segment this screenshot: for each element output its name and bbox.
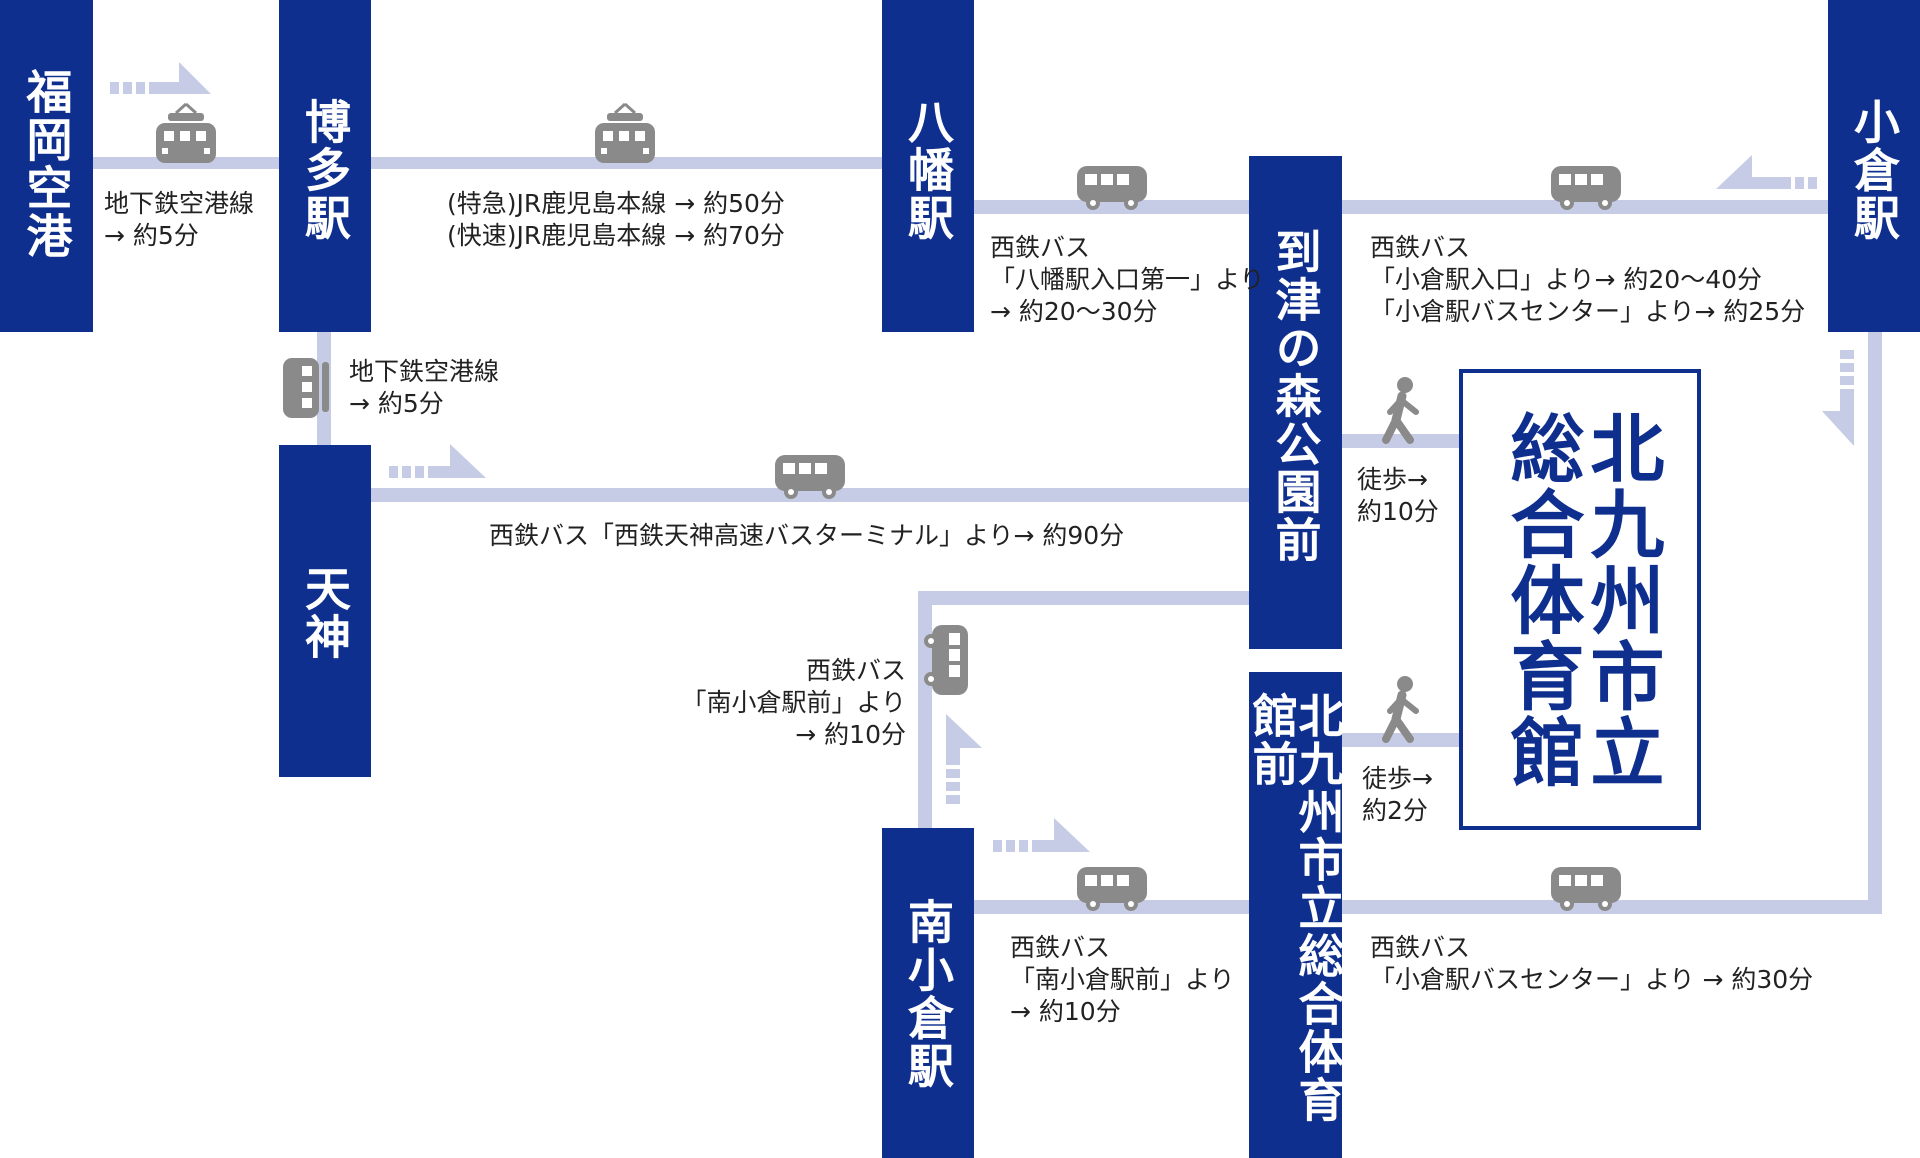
route-label-minamikokura-itozu: 西鉄バス 「南小倉駅前」より → 約10分 <box>681 656 906 749</box>
direction-arrow-icon <box>993 818 1090 852</box>
direction-arrow-icon <box>946 714 982 804</box>
walk-icon <box>1382 377 1419 444</box>
bus-icon <box>775 455 845 499</box>
line-itozu-minamikokura-v <box>918 591 932 828</box>
bus-icon <box>924 625 968 695</box>
direction-arrow-icon <box>1822 350 1854 446</box>
venue-name: 北九州市立 総合体育館 <box>1498 409 1664 790</box>
line-walk-gym <box>1342 733 1459 747</box>
route-label-kokura-gym: 西鉄バス 「小倉駅バスセンター」より → 約30分 <box>1370 933 1814 994</box>
bus-icon <box>1551 166 1621 210</box>
route-label-hakata-tenjin: 地下鉄空港線 → 約5分 <box>349 357 500 418</box>
direction-arrow-icon <box>110 62 211 94</box>
line-tenjin-itozu <box>371 488 1249 502</box>
station-label: 北九州市立総合体育館前 <box>1245 692 1346 1124</box>
station-label: 到津の森公園前 <box>1268 228 1323 564</box>
stop-gym-mae: 北九州市立総合体育館前 <box>1245 672 1346 1158</box>
route-label-gym-walk: 徒歩→ 約2分 <box>1362 764 1433 825</box>
station-label: 小倉駅 <box>1847 98 1901 242</box>
stop-itozu-park: 到津の森公園前 <box>1249 156 1342 649</box>
route-label-yahata-itozu: 西鉄バス 「八幡駅入口第一」より → 約20～30分 <box>990 233 1265 326</box>
direction-arrow-icon <box>1716 155 1817 189</box>
train-icon <box>156 102 216 163</box>
route-label-airport-hakata: 地下鉄空港線 → 約5分 <box>104 189 255 250</box>
train-icon <box>283 358 329 418</box>
station-yahata: 八幡駅 <box>882 0 974 332</box>
bus-icon <box>1077 166 1147 210</box>
station-label: 南小倉駅 <box>901 898 955 1090</box>
station-kokura: 小倉駅 <box>1828 0 1920 332</box>
line-walk-itozu <box>1342 434 1459 448</box>
station-label: 八幡駅 <box>901 98 955 242</box>
route-label-itozu-walk: 徒歩→ 約10分 <box>1357 465 1439 526</box>
route-label-kokura-itozu: 西鉄バス 「小倉駅入口」より→ 約20～40分 「小倉駅バスセンター」より→ 約… <box>1370 233 1806 326</box>
station-fukuoka-airport: 福岡空港 <box>0 0 93 332</box>
route-label-tenjin-itozu: 西鉄バス「西鉄天神高速バスターミナル」より→ 約90分 <box>489 521 1125 550</box>
bus-icon <box>1077 867 1147 911</box>
walk-icon <box>1382 676 1419 743</box>
bus-icon <box>1551 867 1621 911</box>
direction-arrow-icon <box>389 444 486 478</box>
line-kokura-gym-v <box>1868 332 1882 914</box>
station-label: 福岡空港 <box>19 68 74 260</box>
train-icon <box>595 102 655 163</box>
line-gym-kokura-h <box>1342 900 1882 914</box>
route-label-hakata-yahata: (特急)JR鹿児島本線 → 約50分 (快速)JR鹿児島本線 → 約70分 <box>447 189 785 250</box>
route-label-minamikokura-gym: 西鉄バス 「南小倉駅前」より → 約10分 <box>1010 933 1235 1026</box>
station-label: 天神 <box>298 565 352 661</box>
line-itozu-minamikokura-h <box>918 591 1249 605</box>
line-minamikokura-gym <box>974 900 1249 914</box>
venue-box: 北九州市立 総合体育館 <box>1459 369 1701 830</box>
line-yahata-itozu <box>974 200 1249 214</box>
station-tenjin: 天神 <box>279 445 371 777</box>
station-label: 博多駅 <box>298 98 352 242</box>
station-minami-kokura: 南小倉駅 <box>882 828 974 1158</box>
station-hakata: 博多駅 <box>279 0 371 332</box>
line-itozu-kokura <box>1342 200 1828 214</box>
